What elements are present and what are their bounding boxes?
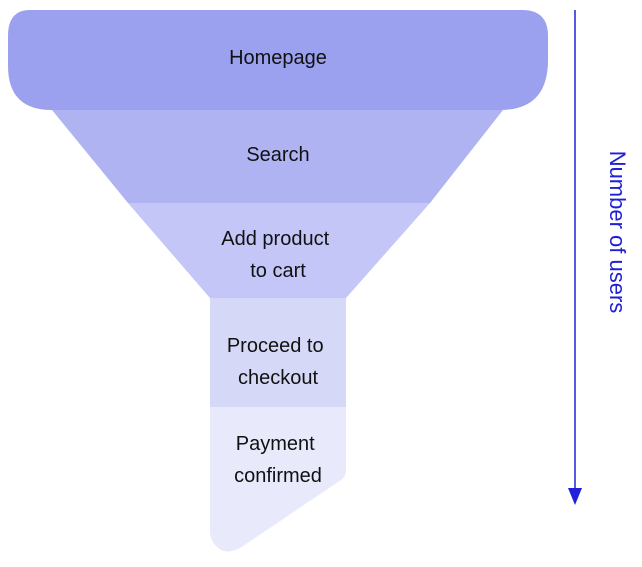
stage-search-line-1: Search	[246, 144, 309, 166]
stage-add-to-cart-line-2: to cart	[250, 260, 306, 282]
stage-checkout-label: Proceed to checkout	[227, 335, 329, 389]
users-axis-label: Number of users	[605, 151, 630, 314]
stage-payment-line-2: confirmed	[234, 465, 322, 487]
stage-payment-line-1: Payment	[236, 433, 315, 455]
stage-homepage-label: Homepage	[229, 47, 327, 69]
stage-add-to-cart-line-1: Add product	[221, 228, 329, 250]
stage-checkout-line-1: Proceed to	[227, 335, 324, 357]
users-axis-arrowhead	[568, 488, 582, 505]
stage-payment-shape	[210, 407, 346, 552]
stage-homepage-line-1: Homepage	[229, 47, 327, 69]
stage-search-label: Search	[246, 144, 309, 166]
stage-add-to-cart-shape	[128, 203, 430, 298]
stage-checkout-line-2: checkout	[238, 367, 318, 389]
stage-checkout-shape	[210, 298, 346, 407]
stage-homepage-shape	[8, 10, 548, 110]
stage-add-to-cart-label: Add product to cart	[221, 228, 334, 282]
stage-search-shape	[52, 110, 503, 203]
stage-payment-label: Payment confirmed	[234, 433, 322, 487]
